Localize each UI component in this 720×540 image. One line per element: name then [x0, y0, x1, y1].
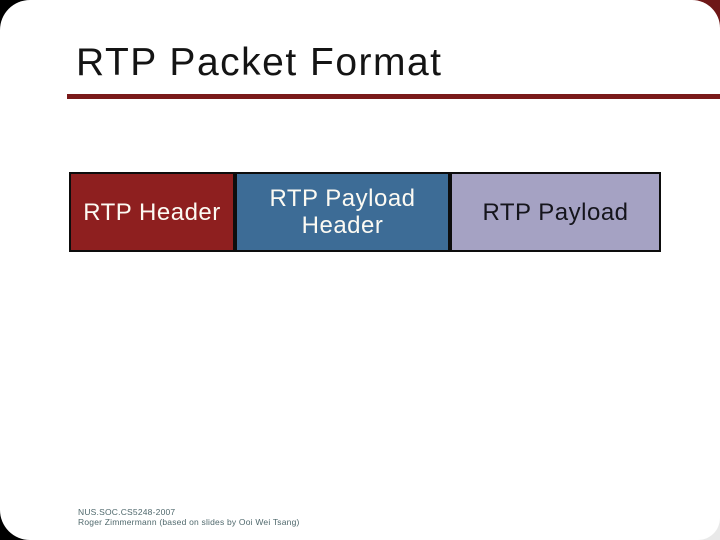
- rtp-header-box: RTP Header: [69, 172, 235, 252]
- rtp-payload-box: RTP Payload: [450, 172, 661, 252]
- rtp-payload-header-box: RTP Payload Header: [235, 172, 450, 252]
- slide-footer: NUS.SOC.CS5248-2007 Roger Zimmermann (ba…: [78, 507, 300, 527]
- footer-course-code: NUS.SOC.CS5248-2007: [78, 507, 176, 517]
- footer-author-credit: Roger Zimmermann (based on slides by Ooi…: [78, 516, 300, 527]
- title-accent-rule: [67, 94, 720, 99]
- rtp-packet-diagram: RTP Header RTP Payload Header RTP Payloa…: [69, 172, 661, 252]
- slide-title: RTP Packet Format: [76, 41, 443, 84]
